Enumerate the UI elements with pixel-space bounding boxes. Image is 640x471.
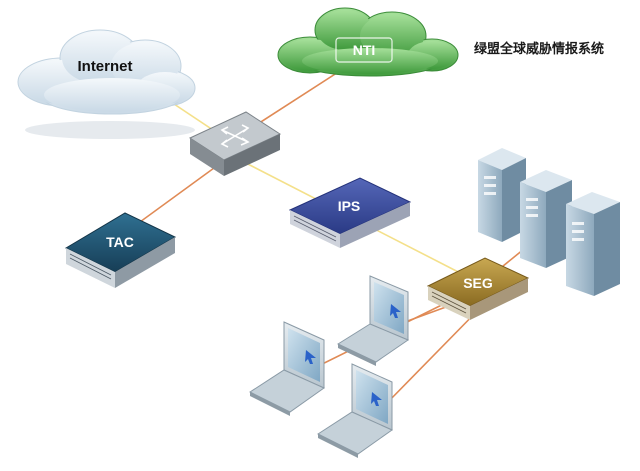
- ips-label: IPS: [338, 198, 361, 214]
- ips-appliance: IPS: [288, 177, 412, 248]
- server-group: [478, 148, 620, 296]
- internet-cloud: Internet: [17, 29, 196, 139]
- laptop-middle: [336, 275, 410, 366]
- laptop-right: [316, 363, 394, 458]
- server-2: [520, 170, 572, 268]
- core-switch: [188, 111, 282, 176]
- server-3: [566, 192, 620, 296]
- nti-label: NTI: [353, 42, 376, 58]
- seg-appliance: SEG: [426, 257, 530, 320]
- diagram-caption: 绿盟全球威胁情报系统: [474, 42, 605, 57]
- cursor-icon: [371, 392, 382, 406]
- server-1: [478, 148, 526, 242]
- nti-label-box: [335, 37, 393, 63]
- tac-label: TAC: [106, 234, 134, 250]
- cursor-icon: [305, 350, 316, 364]
- laptop-group: [248, 275, 410, 458]
- switch-arrows-icon: [220, 124, 250, 148]
- internet-label: Internet: [77, 58, 132, 75]
- cursor-icon: [390, 304, 401, 318]
- seg-label: SEG: [463, 275, 493, 291]
- nti-cloud: NTI: [277, 7, 459, 77]
- laptop-left: [248, 321, 326, 416]
- tac-appliance: TAC: [64, 212, 177, 288]
